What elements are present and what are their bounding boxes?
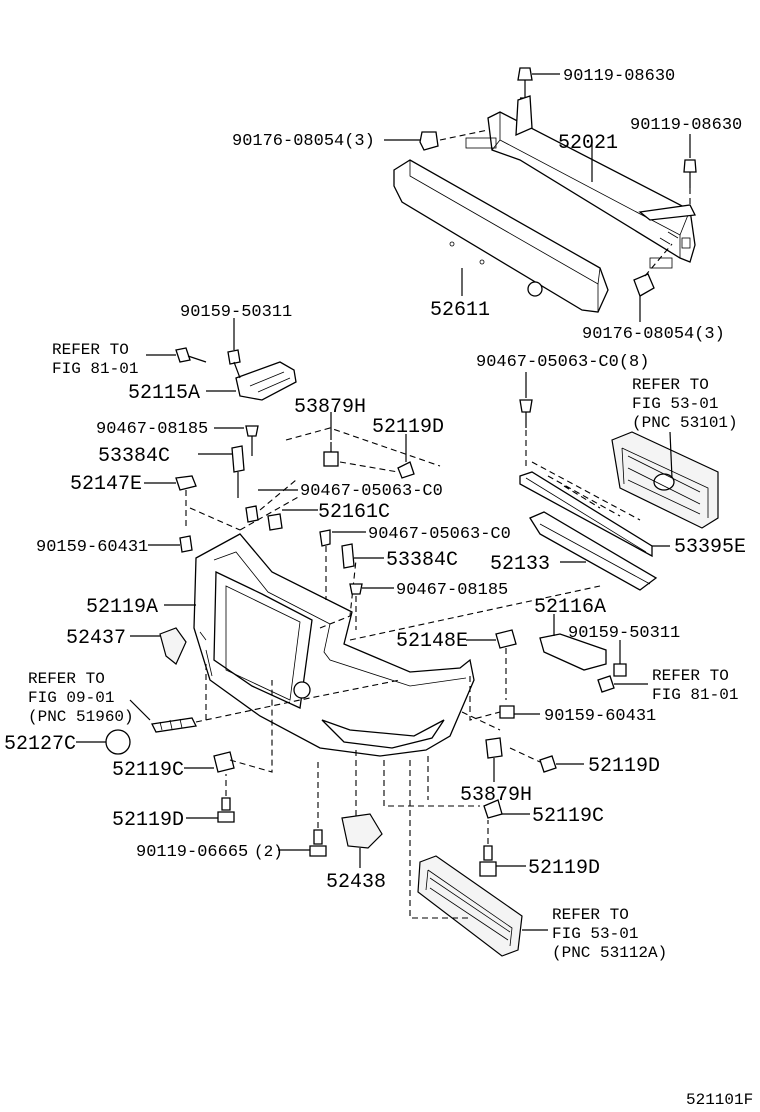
bracket-52115a bbox=[235, 361, 297, 401]
label-53879h-a: 53879H bbox=[294, 396, 366, 419]
front-grille-ref-53101 bbox=[611, 431, 719, 529]
clip-icon-90467-05063-c0-a bbox=[245, 505, 259, 523]
label-52119a: 52119A bbox=[86, 596, 158, 619]
label-53384c-a: 53384C bbox=[98, 445, 170, 468]
label-ref-81-01-a-line1: REFER TO bbox=[52, 341, 129, 359]
bolt-icon-90159-50311-right bbox=[613, 663, 627, 677]
label-90467-05063-c0-8: 90467-05063-C0(8) bbox=[476, 353, 649, 372]
bolt-icon-90119-08630-top bbox=[515, 67, 533, 137]
clip-icon-52161c bbox=[267, 513, 283, 531]
screw-icon-ref-81-01-left bbox=[175, 347, 207, 363]
bolt-icon-90119-08630-right bbox=[683, 159, 697, 205]
clip-icon-90467-05063-c0-8 bbox=[519, 399, 533, 470]
bracket-52116a bbox=[539, 633, 607, 671]
lower-spoiler-52133 bbox=[529, 511, 658, 591]
clip-icon-90467-08185-b bbox=[349, 583, 363, 630]
label-90467-05063-c0-a: 90467-05063-C0 bbox=[300, 482, 443, 501]
label-52161c: 52161C bbox=[318, 501, 390, 524]
label-ref-53-01-b-line2: FIG 53-01 bbox=[552, 925, 638, 943]
label-52119c-b: 52119C bbox=[532, 805, 604, 828]
clip-icon-90467-05063-c0-b bbox=[319, 529, 331, 600]
clip-icon-53384c-a bbox=[231, 445, 245, 498]
label-90467-08185-b: 90467-08185 bbox=[396, 581, 508, 600]
label-52119d-d: 52119D bbox=[528, 857, 600, 880]
lower-grille-ref-53112a bbox=[417, 855, 523, 957]
label-52611: 52611 bbox=[430, 299, 490, 322]
figure-code: 521101F bbox=[686, 1091, 753, 1109]
label-52119d-c: 52119D bbox=[588, 755, 660, 778]
label-90467-08185-a: 90467-08185 bbox=[96, 420, 208, 439]
label-90119-08630-b: 90119-08630 bbox=[630, 116, 742, 135]
label-ref-53-01-b-line3: (PNC 53112A) bbox=[552, 944, 667, 962]
bumper-absorber-52611 bbox=[393, 159, 609, 313]
label-ref-53-01-a-line1: REFER TO bbox=[632, 376, 709, 394]
label-ref-81-01-a-line2: FIG 81-01 bbox=[52, 360, 138, 378]
label-90176-08054-b: 90176-08054(3) bbox=[582, 325, 725, 344]
label-52147e: 52147E bbox=[70, 473, 142, 496]
label-ref-53-01-a-line2: FIG 53-01 bbox=[632, 395, 718, 413]
bolt-icon-90159-60431-right bbox=[499, 705, 515, 719]
clip-icon-53384c-b bbox=[341, 543, 355, 569]
label-90467-05063-c0-b: 90467-05063-C0 bbox=[368, 525, 511, 544]
nut-icon-90176-08054-right bbox=[633, 243, 673, 297]
label-52133: 52133 bbox=[490, 553, 550, 576]
label-ref-09-01-line3: (PNC 51960) bbox=[28, 708, 134, 726]
garnish-52437 bbox=[159, 627, 187, 665]
bumper-cover-52119a bbox=[193, 533, 475, 757]
label-ref-09-01-line2: FIG 09-01 bbox=[28, 689, 114, 707]
label-52119d-a: 52119D bbox=[372, 416, 444, 439]
label-53395e: 53395E bbox=[674, 536, 746, 559]
bracket-52148e bbox=[495, 629, 517, 649]
label-90159-60431-b: 90159-60431 bbox=[544, 707, 656, 726]
label-ref-81-01-b-line2: FIG 81-01 bbox=[652, 686, 738, 704]
bolt-icon-52119d-bottom bbox=[479, 820, 497, 877]
label-53879h-b: 53879H bbox=[460, 784, 532, 807]
bolt-icon-90159-60431-left bbox=[179, 535, 193, 553]
nut-icon-52119d-top bbox=[397, 461, 415, 479]
retainer-53879h-top bbox=[323, 442, 339, 467]
label-90176-08054-a: 90176-08054(3) bbox=[232, 132, 375, 151]
tow-hook-ref-51960 bbox=[129, 699, 197, 733]
label-52437: 52437 bbox=[66, 627, 126, 650]
clip-icon-90467-08185-a bbox=[245, 425, 259, 456]
bumper-reinforcement-52021 bbox=[487, 111, 696, 263]
label-52119c-a: 52119C bbox=[112, 759, 184, 782]
label-90159-60431-a: 90159-60431 bbox=[36, 538, 148, 557]
bolt-icon-90119-06665 bbox=[309, 760, 327, 857]
label-90119-06665: 90119-06665 bbox=[136, 843, 248, 862]
label-ref-53-01-b-line1: REFER TO bbox=[552, 906, 629, 924]
bracket-52147e bbox=[175, 475, 197, 491]
label-52127c: 52127C bbox=[4, 733, 76, 756]
bracket-52119c-left bbox=[213, 751, 235, 773]
label-52116a: 52116A bbox=[534, 596, 606, 619]
bolt-icon-52119d-left bbox=[217, 797, 235, 823]
nut-icon-90176-08054-left bbox=[419, 129, 497, 151]
label-90159-50311-b: 90159-50311 bbox=[568, 624, 680, 643]
upper-grille-panel-53395e bbox=[519, 471, 653, 558]
lower-grille-52438 bbox=[341, 813, 383, 849]
screw-icon-ref-81-01-right bbox=[597, 675, 615, 693]
label-52021: 52021 bbox=[558, 132, 618, 155]
nut-icon-52119d-right bbox=[539, 755, 557, 773]
bolt-icon-90159-50311-left bbox=[227, 349, 241, 379]
label-ref-53-01-a-line3: (PNC 53101) bbox=[632, 414, 738, 432]
label-ref-81-01-b-line1: REFER TO bbox=[652, 667, 729, 685]
retainer-53879h-bottom bbox=[485, 737, 503, 759]
cap-52127c bbox=[105, 729, 131, 755]
label-90119-06665-qty: (2) bbox=[254, 843, 283, 861]
label-52115a: 52115A bbox=[128, 382, 200, 405]
label-52148e: 52148E bbox=[396, 630, 468, 653]
label-ref-09-01-line1: REFER TO bbox=[28, 670, 105, 688]
label-52119d-b: 52119D bbox=[112, 809, 184, 832]
label-52438: 52438 bbox=[326, 871, 386, 894]
label-53384c-b: 53384C bbox=[386, 549, 458, 572]
label-90159-50311-a: 90159-50311 bbox=[180, 303, 292, 322]
label-90119-08630-a: 90119-08630 bbox=[563, 67, 675, 86]
